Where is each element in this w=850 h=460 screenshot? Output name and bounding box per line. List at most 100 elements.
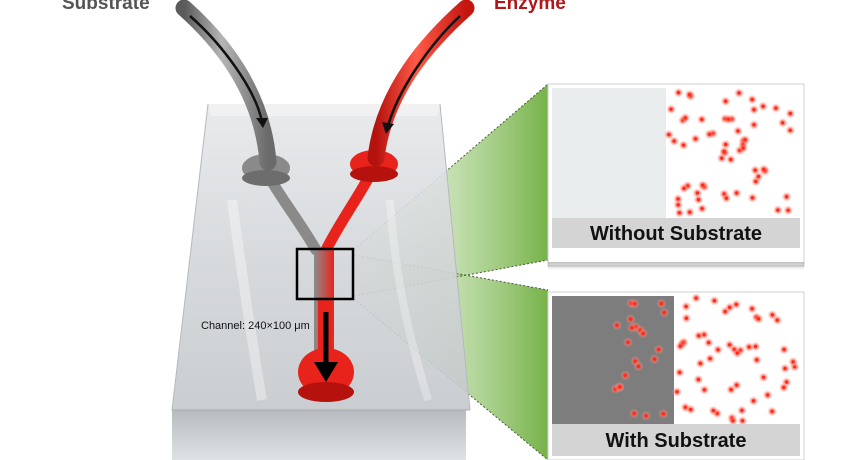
fluorescent-dot-core [688,93,692,97]
fluorescent-dot-core [633,302,637,306]
flow-channels [242,150,398,402]
fluorescent-dot-core [761,104,765,108]
caption-without-substrate: Without Substrate [589,223,763,245]
fluorescent-dot-core [694,296,698,300]
fluorescent-dot-core [677,211,682,215]
fluorescent-dot-core [751,399,756,403]
fluorescent-dot-core [729,157,733,162]
fluorescent-dot-core [735,383,739,387]
fluorescent-dot-core [669,107,673,111]
fluorescent-dot-core [688,210,692,214]
fluorescent-dot-core [776,208,780,212]
fluorescent-dot-core [785,380,789,384]
fluorescent-dot-core [689,407,693,412]
fluorescent-dot-core [783,366,787,371]
fluorescent-dot-core [707,132,712,136]
fluorescent-dot-core [716,348,720,352]
zoom-region-box [295,247,355,301]
fluorescent-dot-core [676,91,681,95]
fluorescent-dot-core [712,299,717,303]
fluorescent-dot-core [726,117,730,121]
fluorescent-dot-core [623,373,627,377]
fluorescent-dot-core [657,347,661,352]
fluorescent-dot-core [683,116,688,120]
fluorescent-dot-core [735,351,739,355]
outflow-arrow [314,312,338,382]
fluorescent-dot-core [667,133,671,137]
inlet-tubes [175,0,475,171]
fluorescent-dot-core [661,412,666,416]
fluorescent-dot-core [629,317,633,321]
fluorescent-dot-core [701,183,705,187]
fluorescent-dot-core [722,149,726,154]
fluorescent-dot-core [630,326,634,330]
fluorescent-dot-core [766,393,770,397]
fluorescent-dots [663,87,796,218]
enzyme-tube [367,0,475,167]
fluorescent-dot-core [662,311,666,315]
fluorescent-dot-core [708,357,712,361]
fluorescent-dot-core [707,341,711,345]
substrate-label: Substrate [62,0,150,14]
fluorescent-dot-core [615,323,619,327]
fluorescent-dot-core [750,196,755,200]
fluorescent-dot-core [736,129,740,133]
fluorescent-dot-core [675,390,679,394]
fluorescent-dot-core [697,334,701,338]
fluorescent-dot-core [753,168,757,172]
fluorescent-dot-core [684,316,689,320]
fluorescent-dot-core [659,301,664,306]
fluorescent-dot-core [774,106,778,110]
fluorescent-dot-core [633,359,637,363]
chip-front-face [172,410,466,460]
fluorescent-dot-core [734,302,738,307]
fluorescent-dot-core [618,385,622,389]
fluorescent-dot-core [728,343,732,347]
substrate-flow-arrow [189,15,264,123]
fluorescent-dot-core [750,307,754,311]
fluorescent-dot-core [728,305,732,309]
fluorescent-dot-core [684,304,688,309]
fluorescent-dot-core [752,123,756,127]
fluorescent-dot-core [700,207,704,211]
fluorescent-dot-core [785,195,789,199]
fluorescent-dot-core [681,143,686,147]
fluorescent-dot-core [791,360,795,364]
fluorescent-dot-core [724,196,729,200]
fluorescent-dot-core [750,97,754,102]
caption-bar-without [552,218,800,248]
fluorescent-dot-core [788,128,792,132]
fluorescent-dot-core [741,146,745,150]
fluorescent-dot-core [731,419,735,423]
fluorescent-dot-core [700,117,704,121]
fluorescent-dot-core [702,388,707,392]
fluorescent-dot-core [678,370,682,374]
fluorescent-dot-core [693,137,698,141]
fluorescent-dot-core [711,409,715,413]
fluorescent-dot-core [770,313,775,317]
fluorescent-dot-core [754,344,758,349]
fluorescent-dot-core [761,375,766,379]
fluorescent-dot-core [652,357,657,361]
enzyme-flow-arrow [386,15,461,127]
fluorescent-dot-core [698,361,703,365]
fluorescent-dot-core [788,111,792,116]
fluorescent-dot-core [740,408,744,412]
fluorescent-dot-core [696,377,701,382]
fluorescent-dot-core [678,344,682,348]
fluorescent-dot-core [781,121,785,125]
fluorescent-dot-core [724,99,728,103]
fluorescent-dot-core [775,318,779,322]
fluorescent-dot-core [636,364,641,368]
channel-dimension-label: Channel: 240×100 μm [201,320,310,332]
fluorescent-dot-core [632,411,636,416]
caption-bar-with [552,424,800,456]
fluorescent-dot-core [752,108,756,112]
panel-with-substrate [547,291,805,460]
fluorescent-dot-core [644,414,648,418]
fluorescent-dot-core [757,317,761,321]
fluorescent-dot-core [724,142,728,147]
fluorescent-dot-core [729,388,733,392]
fluorescent-dots [610,293,800,426]
